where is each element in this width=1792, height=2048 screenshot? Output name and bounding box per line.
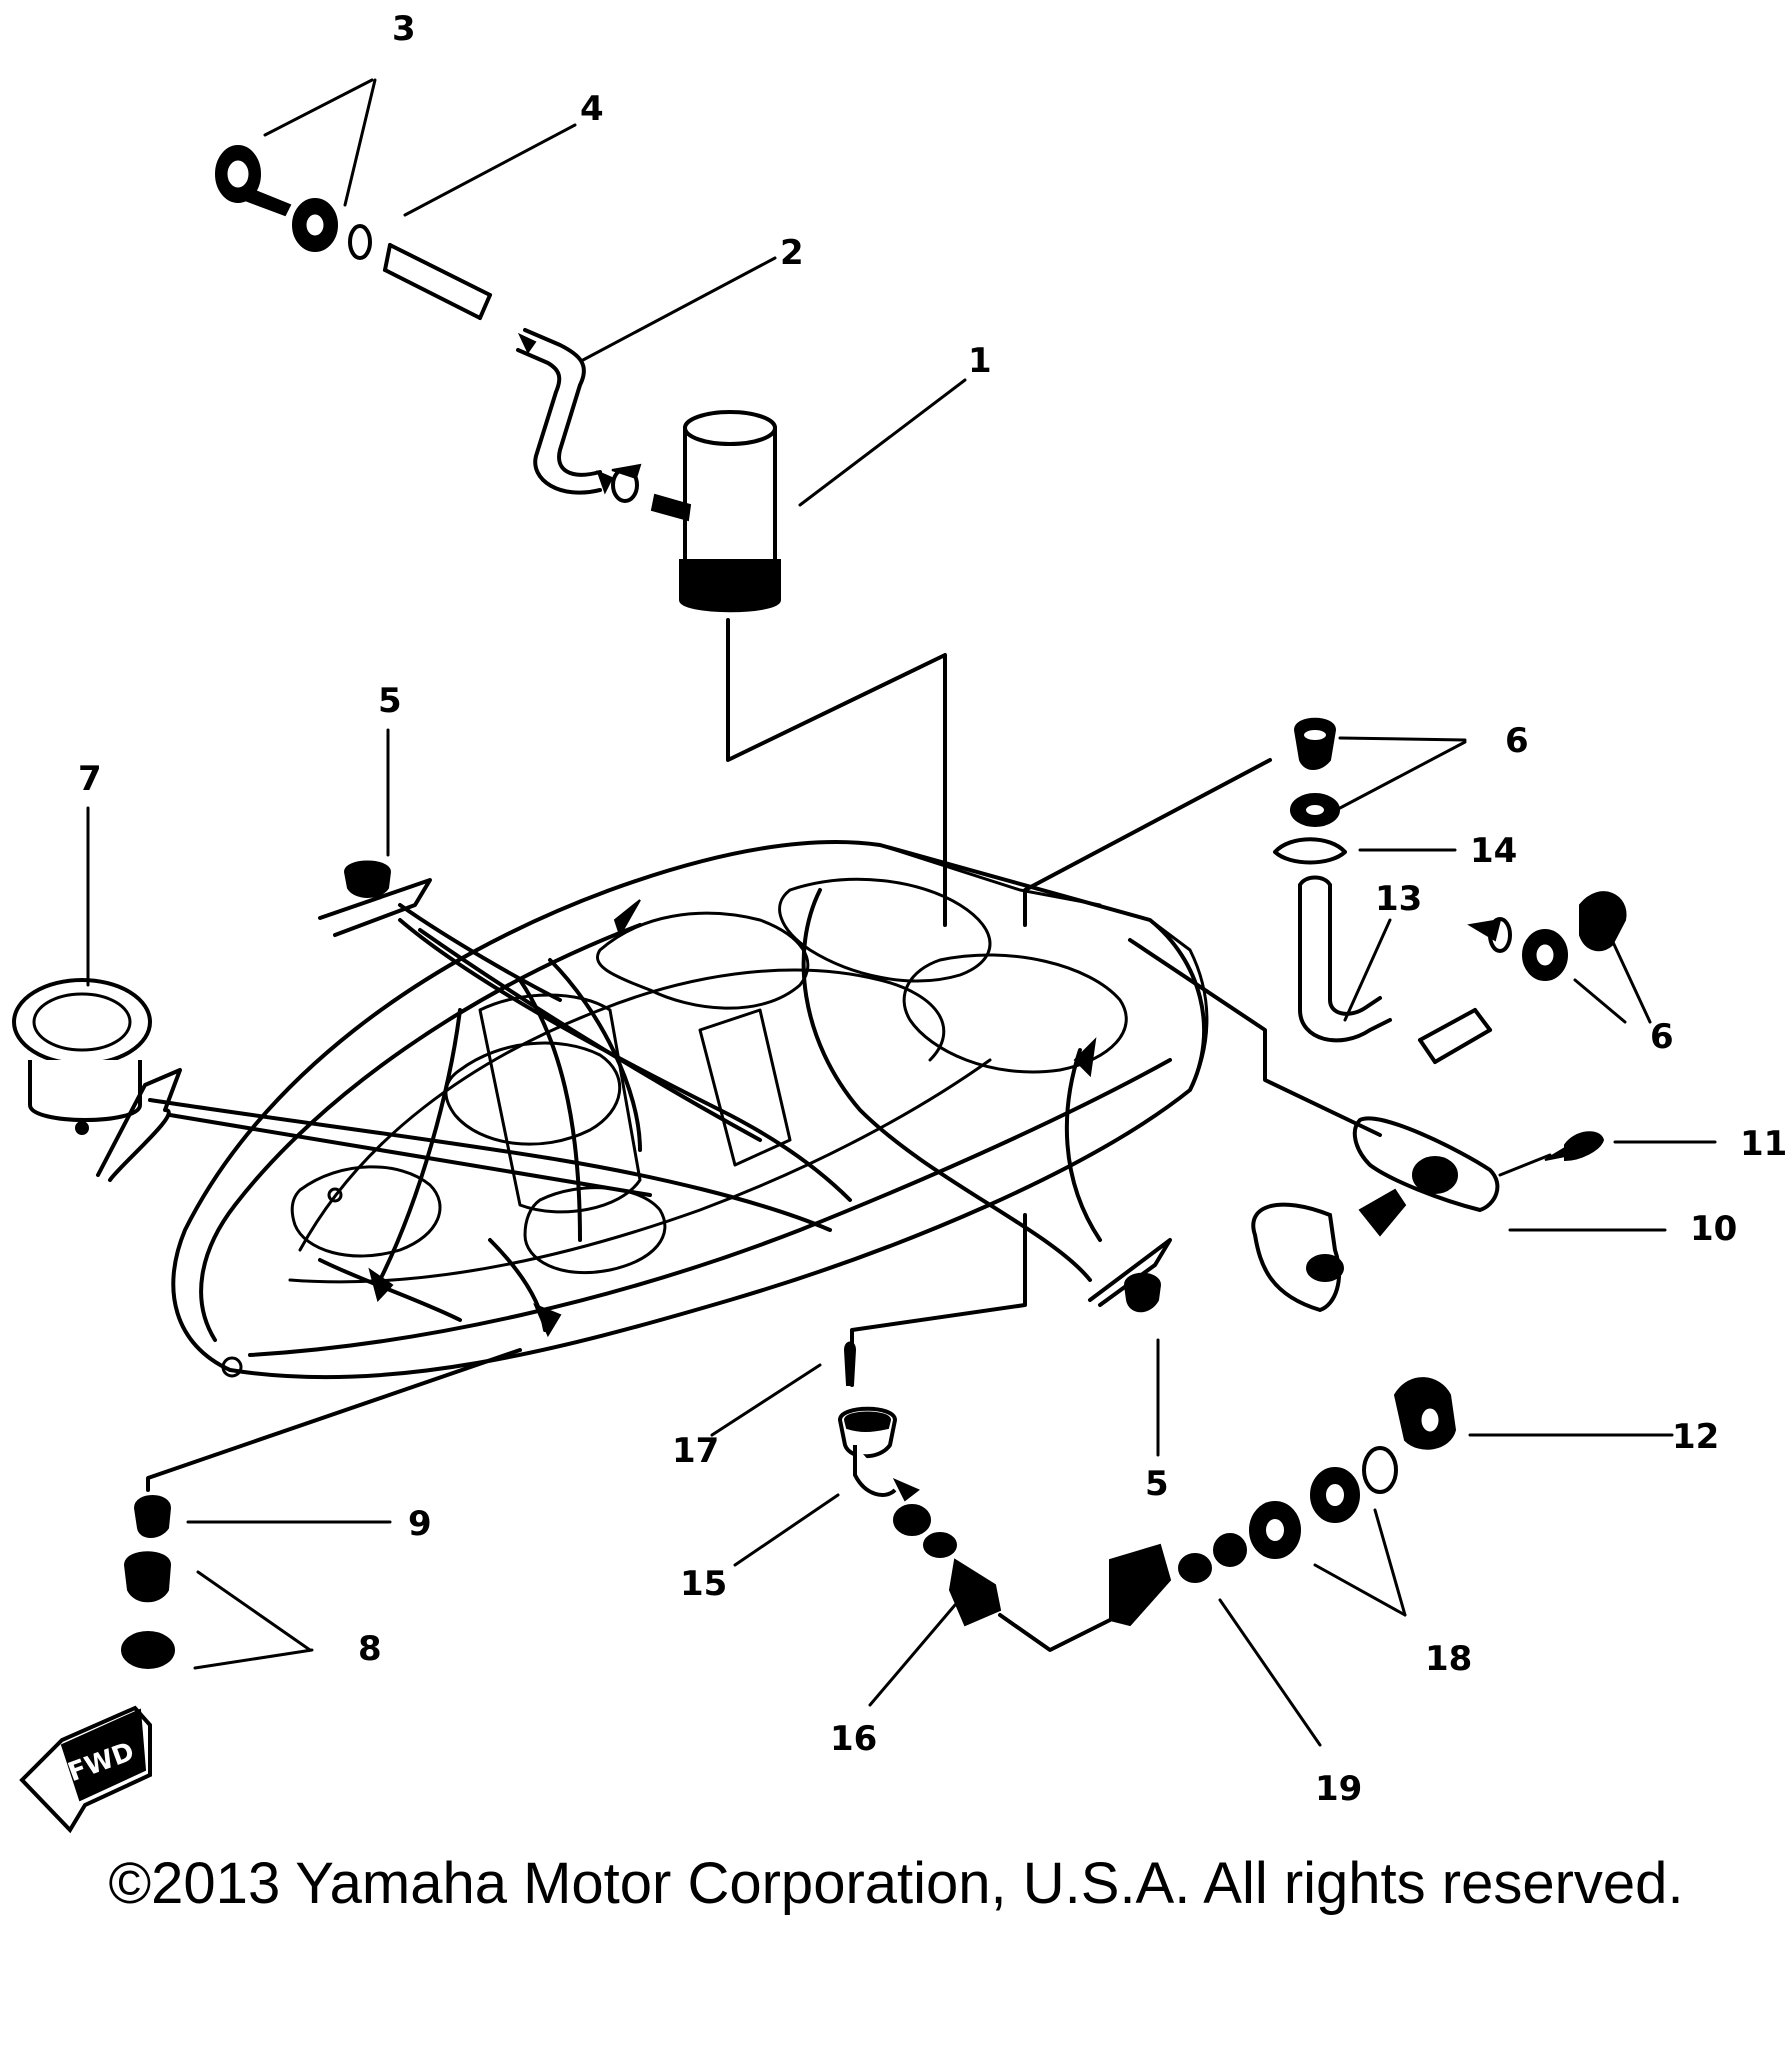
grommet-5-upper: [318, 860, 432, 937]
callout-5-lower: 5: [1145, 1464, 1169, 1504]
hose-clamp-4: [348, 224, 642, 503]
callout-13: 13: [1375, 879, 1422, 919]
hull-deck: [148, 840, 1209, 1380]
callout-11: 11: [1740, 1124, 1787, 1164]
fwd-direction-arrow: FWD: [19, 1705, 152, 1834]
screw-11: [1544, 1131, 1605, 1162]
callout-1: 1: [968, 341, 992, 381]
fittings-18: [1249, 1446, 1398, 1559]
callout-2: 2: [780, 233, 804, 273]
callout-3: 3: [392, 9, 416, 49]
callout-14: 14: [1470, 831, 1517, 871]
callout-7: 7: [78, 759, 102, 799]
callout-10: 10: [1690, 1209, 1737, 1249]
bilge-pump: [650, 410, 781, 613]
callout-19: 19: [1315, 1769, 1362, 1809]
vent-fitting-6: [1273, 717, 1627, 981]
callout-17: 17: [672, 1431, 719, 1471]
callout-15: 15: [680, 1564, 727, 1604]
container-7: [12, 978, 182, 1182]
callout-8: 8: [358, 1629, 382, 1669]
callout-16: 16: [830, 1719, 877, 1759]
callout-4: 4: [580, 89, 604, 129]
drain-plug-12: [1393, 1377, 1457, 1450]
fitting-3: [215, 145, 338, 252]
outlet-plate-10: [1251, 1116, 1500, 1313]
drain-plug-9: [133, 1495, 172, 1538]
hose-2: [383, 243, 614, 495]
fittings-16: [893, 1504, 1247, 1627]
callout-12: 12: [1672, 1417, 1719, 1457]
drain-fitting-15: [837, 1406, 920, 1502]
callout-5-upper: 5: [378, 681, 402, 721]
copyright-notice: ©2013 Yamaha Motor Corporation, U.S.A. A…: [108, 1851, 1684, 1916]
drain-plug-8: [121, 1551, 175, 1669]
callout-6-upper: 6: [1505, 721, 1529, 761]
hose-13: [1298, 875, 1492, 1064]
callout-18: 18: [1425, 1639, 1472, 1679]
callout-6-lower: 6: [1650, 1017, 1674, 1057]
grommet-5-lower: [1088, 1238, 1172, 1313]
callout-9: 9: [408, 1504, 432, 1544]
